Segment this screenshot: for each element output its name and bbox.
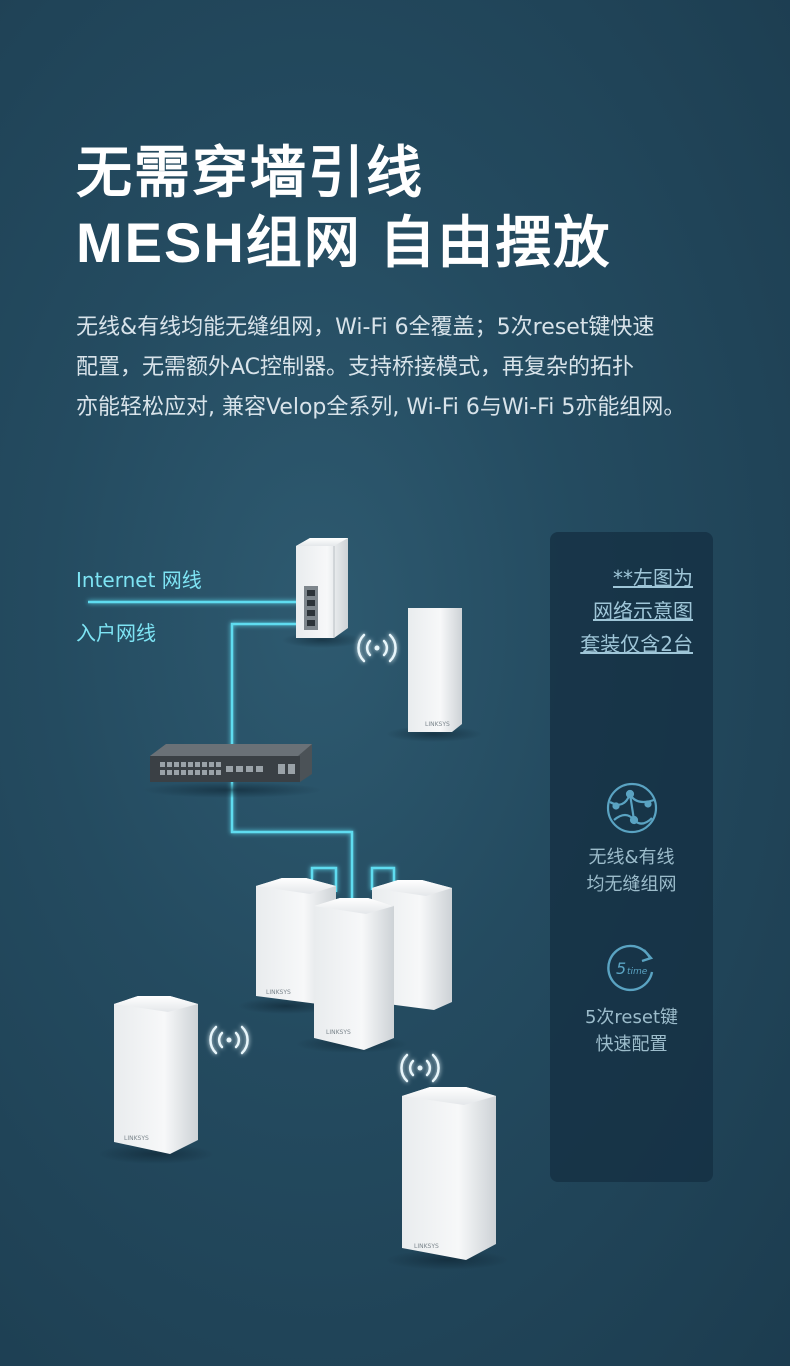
diagram-note: **左图为 网络示意图 套装仅含2台 — [580, 562, 693, 661]
node-link-cable-right — [370, 866, 396, 890]
internet-cable-label: Internet 网线 — [76, 568, 202, 592]
network-switch — [142, 744, 322, 798]
headline-line-2: MESH组网 自由摆放 — [76, 211, 612, 274]
node-brand-label: LINKSYS — [266, 989, 291, 996]
description-line-3: 亦能轻松应对, 兼容Velop全系列, Wi-Fi 6与Wi-Fi 5亦能组网。 — [76, 395, 686, 420]
feature-wireless-wired: 无线&有线 均无缝组网 — [550, 844, 713, 898]
side-panel: **左图为 网络示意图 套装仅含2台 无线&有线 均无缝组网 5 time 5次… — [550, 532, 713, 1182]
globe-network-icon — [606, 782, 658, 834]
feature2-line-2: 快速配置 — [595, 1034, 668, 1055]
note-line-1: **左图为 — [613, 566, 693, 590]
reset-cycle-icon: 5 time — [607, 944, 654, 992]
top-router — [282, 538, 362, 648]
node-brand-label: LINKSYS — [124, 1135, 149, 1142]
feature-reset-setup: 5次reset键 快速配置 — [550, 1004, 713, 1058]
description-line-2: 配置，无需额外AC控制器。支持桥接模式，再复杂的拓扑 — [76, 355, 635, 380]
feature1-line-1: 无线&有线 — [588, 847, 675, 868]
node-brand-label: LINKSYS — [425, 721, 450, 728]
wifi-signal-icon — [209, 1025, 249, 1055]
note-line-3: 套装仅含2台 — [580, 632, 693, 656]
node-brand-label: LINKSYS — [414, 1243, 439, 1250]
description-line-1: 无线&有线均能无缝组网，Wi-Fi 6全覆盖；5次reset键快速 — [76, 315, 655, 340]
switch-to-nodes-cable — [230, 782, 354, 900]
wifi-signal-icon — [357, 633, 397, 663]
wifi-signal-icon — [400, 1053, 440, 1083]
feature2-line-1: 5次reset键 — [584, 1007, 679, 1028]
description: 无线&有线均能无缝组网，Wi-Fi 6全覆盖；5次reset键快速 配置，无需额… — [76, 308, 736, 428]
feature1-line-2: 均无缝组网 — [586, 874, 677, 895]
reset-count-badge: 5 — [616, 959, 626, 978]
home-cable-label: 入户网线 — [76, 621, 156, 645]
headline-line-1: 无需穿墙引线 — [76, 141, 424, 204]
satellite-node-left: LINKSYS — [98, 996, 214, 1164]
paired-node: LINKSYS — [386, 608, 482, 742]
router-to-switch-cable — [230, 622, 305, 750]
node-link-cable-left — [310, 866, 338, 892]
cluster-node-front: LINKSYS — [296, 898, 408, 1053]
headline: 无需穿墙引线 MESH组网 自由摆放 — [76, 138, 611, 278]
node-brand-label: LINKSYS — [326, 1029, 351, 1036]
note-line-2: 网络示意图 — [593, 599, 693, 623]
network-diagram: LINKSYS LINKSYS LINKS — [88, 538, 510, 1270]
reset-unit-badge: time — [627, 967, 648, 977]
satellite-node-bottom: LINKSYS — [386, 1087, 510, 1270]
ethernet-cables — [88, 600, 396, 900]
